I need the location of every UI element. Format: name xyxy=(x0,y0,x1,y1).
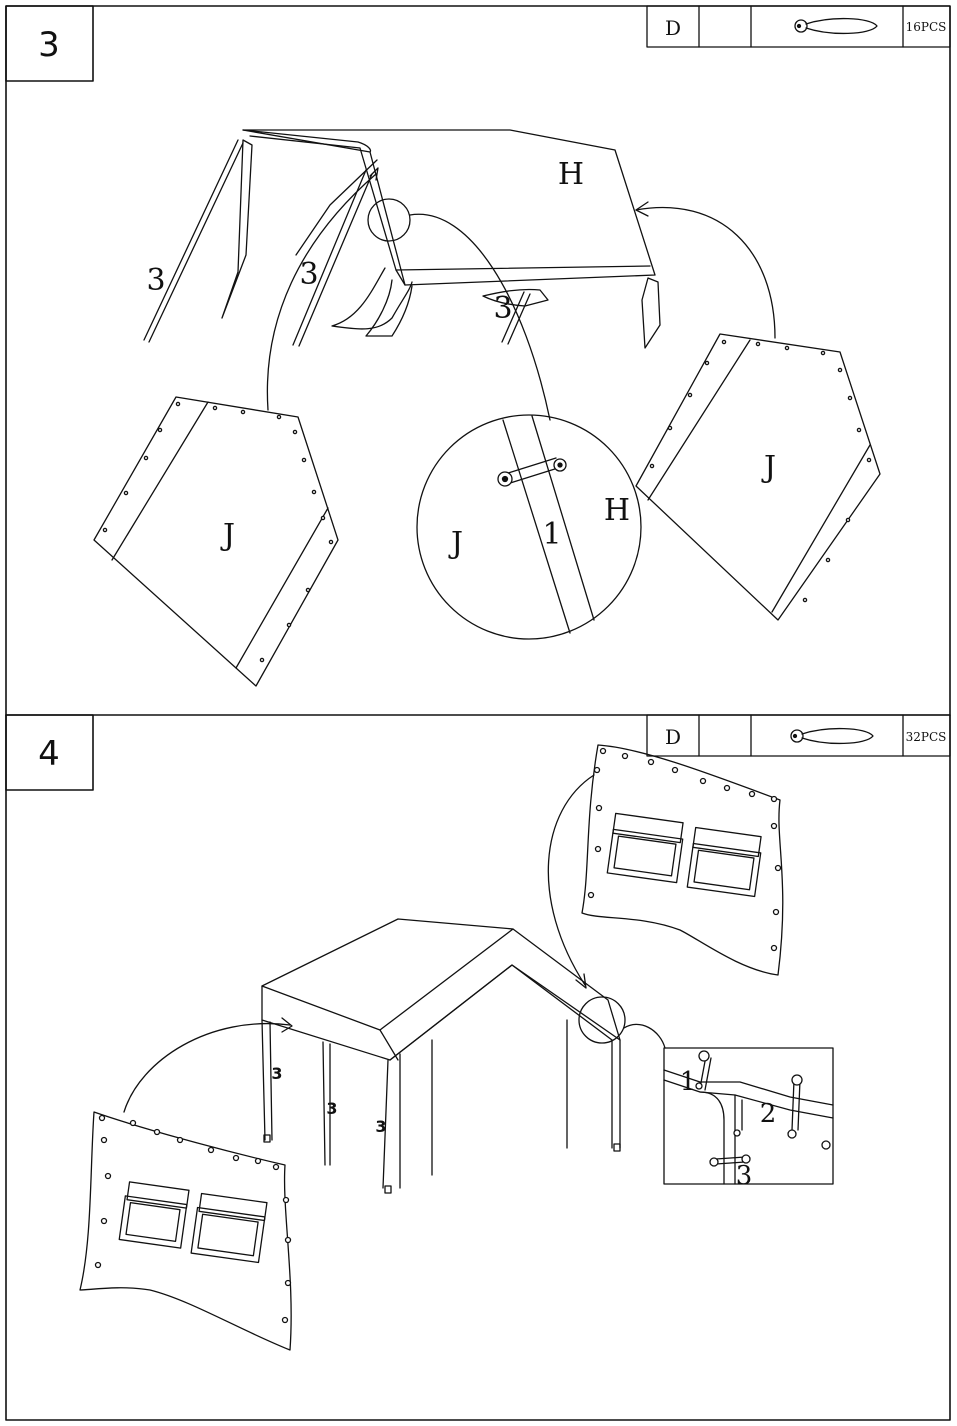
detail-label-1: 1 xyxy=(680,1067,697,1097)
leg-label-3c: 3 xyxy=(375,1117,386,1136)
bungee-ball-cord-icon xyxy=(794,17,878,35)
step-4-quantity: 32PCS xyxy=(906,730,947,744)
step-3-quantity: 16PCS xyxy=(906,20,947,34)
pole-label-3b: 3 xyxy=(299,257,318,292)
step-4-window-panel-top xyxy=(581,744,784,976)
bungee-cord-detail-icon xyxy=(497,457,567,487)
detail-label-2: 2 xyxy=(760,1099,777,1129)
leg-label-3a: 3 xyxy=(271,1064,282,1083)
step-3-canopy-frame xyxy=(143,129,661,349)
step-3-detail-magnifier xyxy=(416,414,642,640)
step-4-number-box: 4 xyxy=(5,714,94,791)
pole-label-3c: 3 xyxy=(493,291,512,326)
step-4-parts-table: D 32PCS xyxy=(646,714,951,757)
step-3-left-wall-panel xyxy=(93,396,339,687)
step-4-tent-frame xyxy=(261,918,626,1194)
detail-label-3: 3 xyxy=(736,1161,753,1191)
step-3-part-letter: D xyxy=(665,16,681,40)
page-border xyxy=(5,5,951,1421)
bungee-ball-cord-icon xyxy=(790,727,874,745)
step-4-window-panel-bottom xyxy=(79,1111,292,1351)
step-4-detail-inset xyxy=(663,1047,834,1185)
step-4-leader-arrows xyxy=(123,774,666,1113)
pole-label-3a: 3 xyxy=(146,263,165,298)
step-3-number: 3 xyxy=(38,25,60,65)
step-4-number: 4 xyxy=(38,734,60,774)
detail-canopy-label-h: H xyxy=(604,493,630,528)
detail-panel-label-j: J xyxy=(448,526,463,561)
leg-label-3b: 3 xyxy=(326,1099,337,1118)
step-3-parts-table: D 16PCS xyxy=(646,5,951,48)
step-3-leader-arrows xyxy=(266,167,776,421)
step-3-right-wall-panel xyxy=(635,333,881,621)
left-panel-label-j: J xyxy=(220,518,235,553)
right-panel-label-j: J xyxy=(761,450,776,485)
step-4-part-letter: D xyxy=(665,725,681,749)
canopy-label-h: H xyxy=(558,157,584,192)
detail-pole-label-1: 1 xyxy=(542,517,561,552)
step-3-number-box: 3 xyxy=(5,5,94,82)
